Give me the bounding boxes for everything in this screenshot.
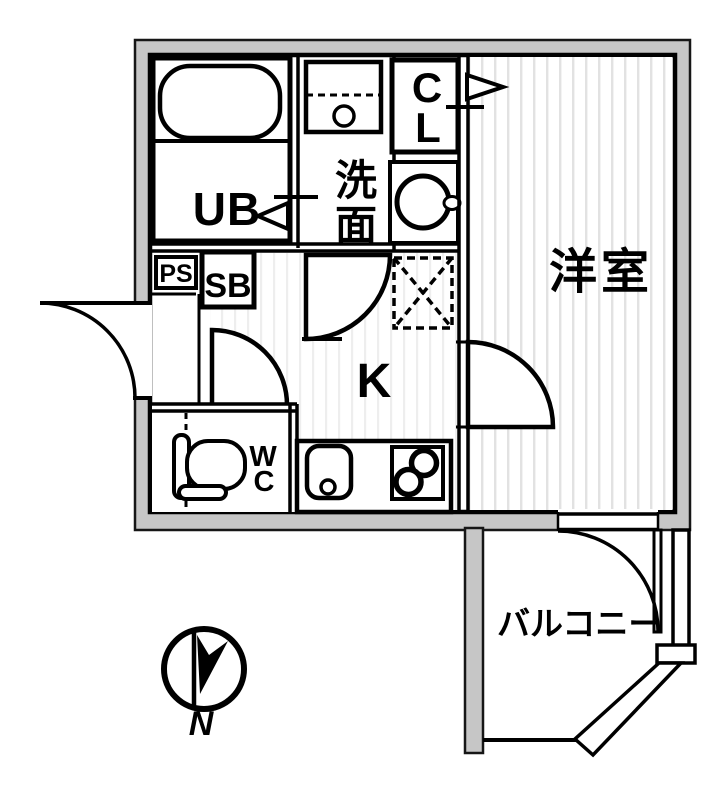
closet-label-2: L [415, 104, 441, 151]
compass-north-label: N [189, 705, 215, 743]
western-room-label: 洋室 [549, 246, 653, 299]
kitchen-counter [294, 438, 454, 515]
wc-label-2: C [254, 466, 275, 498]
balcony-label: バルコニー [497, 605, 661, 642]
entrance-door [39, 301, 152, 400]
balcony-door-leaf [652, 528, 663, 634]
unit-bath-label: UB [193, 183, 261, 235]
shoe-box [199, 249, 257, 310]
balcony-rail-step [655, 643, 697, 665]
bathtub [157, 63, 283, 141]
unit-bath-room: UB [150, 55, 318, 244]
closet-label-1: C [412, 64, 442, 111]
balcony-side-wall [463, 526, 485, 755]
kitchen-label: K [357, 355, 392, 408]
balcony-diagonal-rail [572, 661, 686, 758]
wc-label-1: W [249, 441, 277, 473]
compass-needle-icon [197, 635, 228, 694]
round-wash-basin [394, 173, 452, 231]
ub-door-arrow-icon [252, 199, 290, 233]
pipe-space-label: PS [159, 260, 192, 288]
balcony-door-arc [557, 529, 660, 632]
washroom-label-1: 洗 [335, 157, 377, 204]
toilet [172, 433, 247, 501]
compass: N [161, 626, 247, 743]
kitchen-sink [304, 443, 354, 501]
kitchen-westernroom-wall [446, 57, 510, 512]
washroom-label-2: 面 [335, 202, 377, 249]
western-room-floor [468, 57, 672, 510]
entrance-hall: PS SB [152, 249, 290, 408]
washing-machine-pan [303, 59, 384, 135]
wc-room: W C [152, 402, 299, 512]
balcony-right-rail [671, 528, 691, 649]
entrance-door-arc [39, 301, 137, 399]
closet-door-arrow-icon [465, 72, 510, 102]
refrigerator-space [392, 256, 454, 330]
shoe-box-label: SB [204, 267, 251, 305]
pipe-space-box [154, 255, 198, 290]
western-room-door-swing [465, 339, 556, 430]
hall-door-swing [209, 327, 290, 408]
closet-column: C L [388, 57, 462, 245]
balcony: バルコニー [463, 509, 697, 758]
